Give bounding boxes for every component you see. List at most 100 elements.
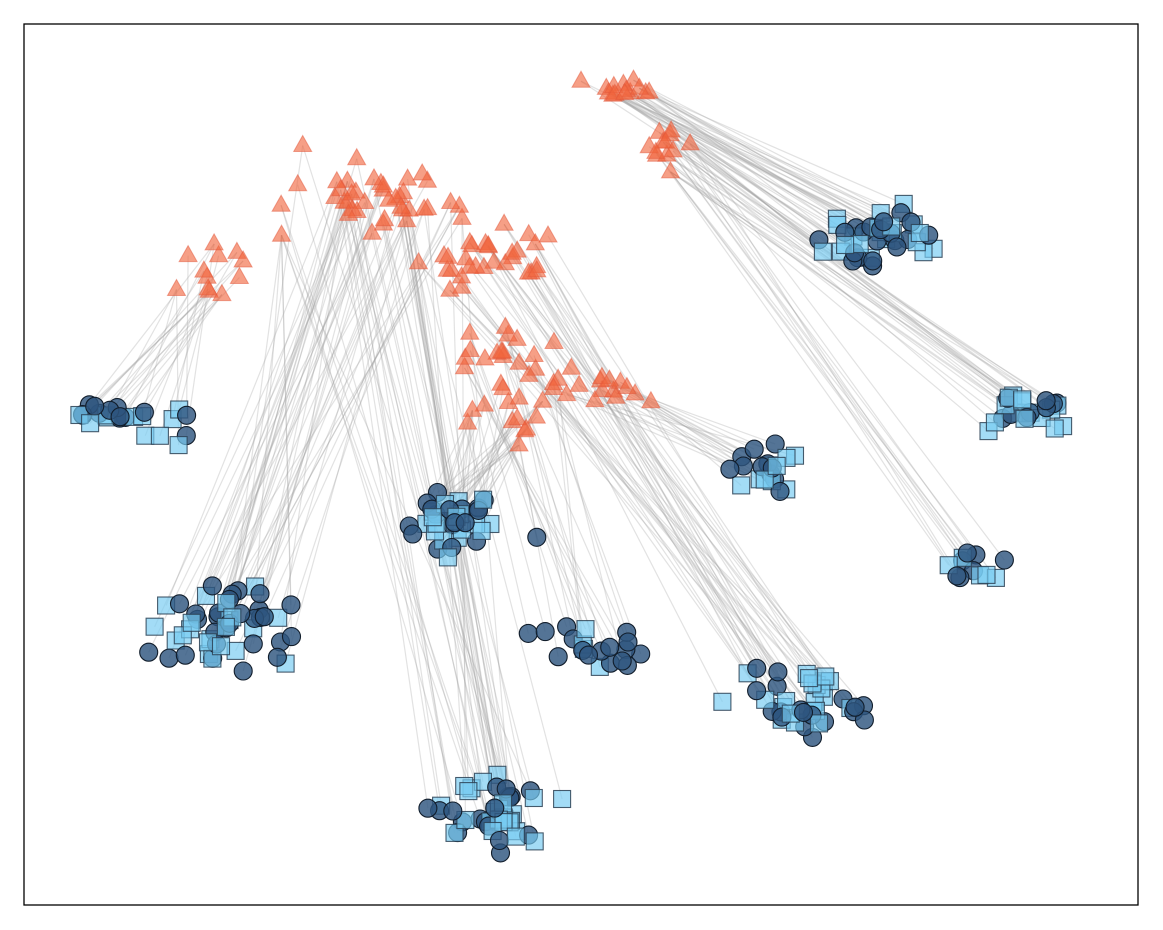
link-line	[670, 130, 964, 559]
source-point-triangle	[538, 224, 558, 243]
link-line	[528, 234, 783, 720]
link-line	[672, 150, 997, 579]
link-line	[78, 260, 244, 416]
link-line	[511, 252, 802, 711]
target-point-circle	[85, 396, 105, 416]
link-line	[656, 154, 1012, 415]
link-line	[98, 294, 223, 414]
link-line	[464, 358, 529, 634]
link-line	[669, 134, 1052, 411]
target-point-circle	[455, 513, 475, 533]
link-line	[670, 171, 1021, 414]
link-line	[536, 266, 758, 691]
link-line	[648, 146, 1004, 419]
source-point-triangle	[646, 141, 666, 159]
link-line	[606, 87, 872, 228]
source-point-triangle	[493, 377, 513, 396]
link-line	[658, 131, 996, 423]
link-line	[665, 141, 1028, 418]
link-line	[689, 143, 1005, 561]
source-point-triangle	[641, 390, 661, 409]
link-line	[215, 183, 382, 645]
link-line	[259, 178, 375, 618]
source-point-triangle	[362, 222, 382, 240]
target-point-square	[438, 548, 457, 567]
target-point-square	[211, 637, 231, 656]
link-line	[209, 189, 384, 640]
link-line	[165, 181, 338, 606]
target-point-circle	[489, 830, 510, 851]
link-line	[228, 181, 338, 600]
source-point-triangle	[459, 322, 480, 340]
link-line	[277, 196, 401, 618]
link-line	[482, 444, 520, 501]
link-line	[168, 201, 349, 659]
link-line	[655, 152, 974, 572]
link-line	[547, 235, 818, 686]
link-line	[107, 270, 205, 418]
link-line	[217, 193, 353, 617]
target-point-circle	[250, 584, 270, 604]
link-line	[143, 252, 238, 413]
link-line	[670, 171, 1064, 427]
link-line	[336, 181, 429, 809]
source-point-triangle	[397, 168, 418, 186]
target-point-square	[755, 470, 774, 489]
source-point-triangle	[543, 377, 564, 395]
link-line	[259, 209, 425, 594]
link-line	[195, 197, 336, 615]
link-line	[340, 189, 454, 812]
target-point-circle	[854, 710, 874, 730]
target-point-square	[456, 810, 475, 830]
link-line	[220, 220, 408, 647]
link-line	[175, 180, 428, 641]
link-line	[276, 209, 425, 658]
link-line	[412, 410, 473, 535]
target-point-circle	[994, 550, 1014, 570]
link-line	[148, 202, 366, 653]
link-line	[669, 134, 1042, 419]
link-line	[465, 258, 810, 679]
source-point-triangle	[556, 383, 577, 402]
link-line	[208, 158, 358, 655]
target-point-circle	[612, 651, 632, 671]
link-line	[623, 83, 857, 229]
link-line	[228, 181, 348, 621]
link-line	[557, 379, 584, 645]
link-line	[154, 191, 357, 627]
source-point-triangle	[374, 208, 395, 227]
source-point-triangle	[229, 266, 250, 284]
source-point-triangle	[525, 232, 546, 251]
source-point-triangle	[364, 167, 384, 186]
link-line	[689, 143, 1031, 414]
source-point-triangle	[178, 244, 198, 263]
link-line	[670, 130, 977, 556]
source-point-triangle	[412, 162, 433, 181]
source-point-triangle	[614, 82, 635, 101]
target-point-square	[836, 235, 855, 255]
link-line	[252, 235, 283, 629]
link-line	[231, 196, 401, 595]
target-point-circle	[618, 632, 638, 652]
source-point-triangle	[346, 147, 367, 166]
link-line	[463, 367, 628, 666]
target-point-square	[474, 490, 493, 509]
link-line	[355, 192, 456, 833]
source-point-triangle	[663, 139, 683, 158]
target-point-circle	[793, 702, 814, 722]
source-point-triangle	[194, 260, 214, 278]
target-point-square	[216, 617, 235, 636]
link-line	[218, 218, 463, 614]
link-line	[469, 242, 864, 707]
source-point-triangle	[571, 70, 591, 88]
target-points	[70, 194, 1073, 863]
link-line	[477, 402, 509, 509]
source-point-triangle	[271, 194, 291, 212]
target-point-circle	[874, 212, 894, 232]
target-point-circle	[947, 566, 967, 586]
target-point-circle	[720, 459, 740, 479]
link-line	[608, 92, 861, 245]
link-line	[191, 205, 460, 624]
link-line	[340, 189, 441, 811]
target-point-circle	[845, 697, 865, 717]
